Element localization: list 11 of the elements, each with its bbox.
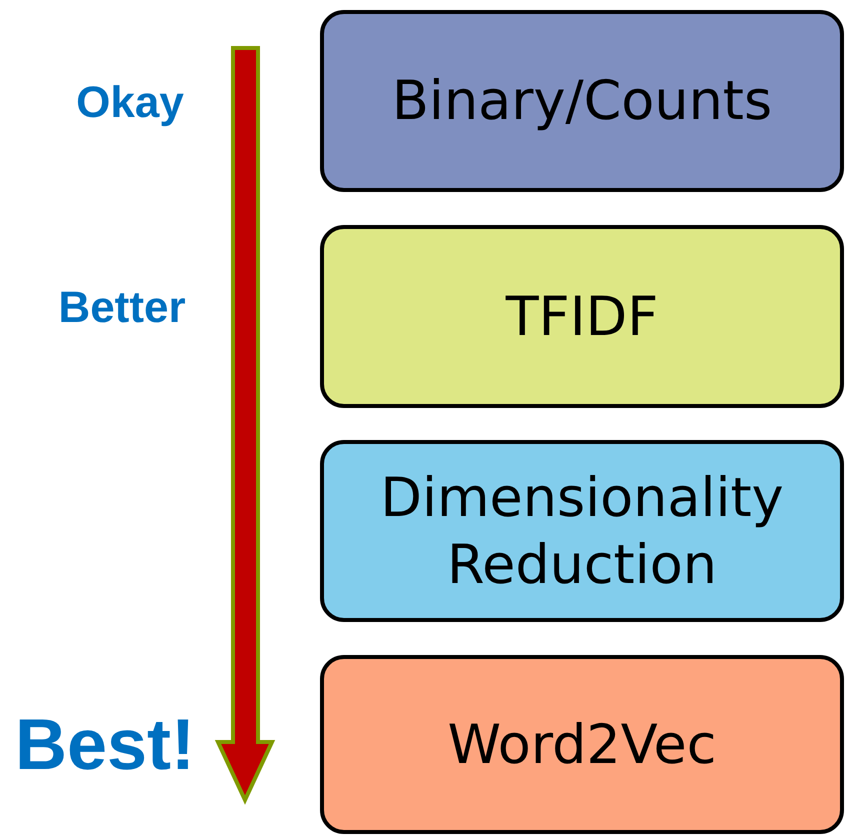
process-box (320, 440, 844, 622)
process-box (320, 655, 844, 834)
box-label: Dimensionality Reduction (379, 464, 785, 598)
box-label: TFIDF (504, 284, 660, 350)
rank-label: Better (58, 286, 186, 330)
process-box (320, 10, 844, 192)
box-label: Word2Vec (446, 712, 718, 778)
box-label: Binary/Counts (390, 68, 774, 134)
process-box (320, 225, 844, 408)
rank-label: Best! (14, 709, 196, 781)
rank-label: Okay (76, 81, 184, 125)
